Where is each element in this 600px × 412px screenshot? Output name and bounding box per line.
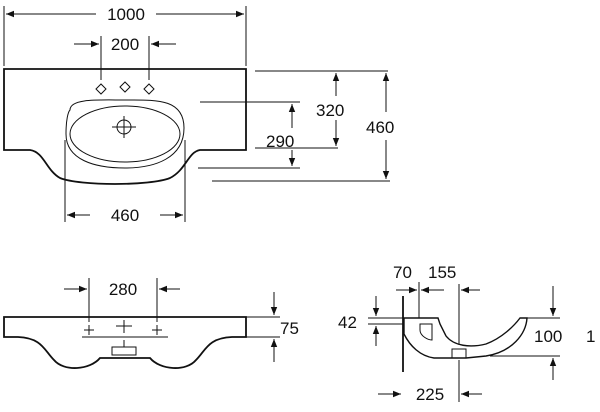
dim-bowl-width-label: 460	[111, 206, 139, 225]
dim-width-label: 1000	[107, 5, 145, 24]
dim-225-label: 225	[416, 385, 444, 404]
section-view: 70 155 42 100 1 225	[338, 263, 595, 404]
top-view: 1000 200 460 290 320 460	[3, 5, 394, 225]
dim-front-tap-spacing-label: 280	[109, 280, 137, 299]
front-view: 280 75	[3, 278, 299, 369]
dim-42-label: 42	[338, 313, 357, 332]
dim-rim-height-label: 75	[280, 319, 299, 338]
dim-depth-label: 460	[366, 118, 394, 137]
section-waste	[451, 348, 467, 359]
top-view-tap-holes	[95, 81, 155, 95]
front-view-outline	[3, 316, 247, 369]
dim-100-label: 100	[534, 327, 562, 346]
top-view-bowl-inner	[69, 105, 181, 163]
dim-tap-spacing-label: 200	[111, 35, 139, 54]
dim-tap-to-front-label: 320	[316, 101, 344, 120]
top-view-bowl-outer	[65, 99, 185, 169]
dim-155-label: 155	[428, 263, 456, 282]
edge-mark-label: 1	[586, 327, 595, 346]
dim-70-label: 70	[393, 263, 412, 282]
top-view-basin-outline	[3, 68, 247, 185]
front-view-waste	[111, 346, 137, 356]
dim-waste-to-front-label: 290	[266, 132, 294, 151]
